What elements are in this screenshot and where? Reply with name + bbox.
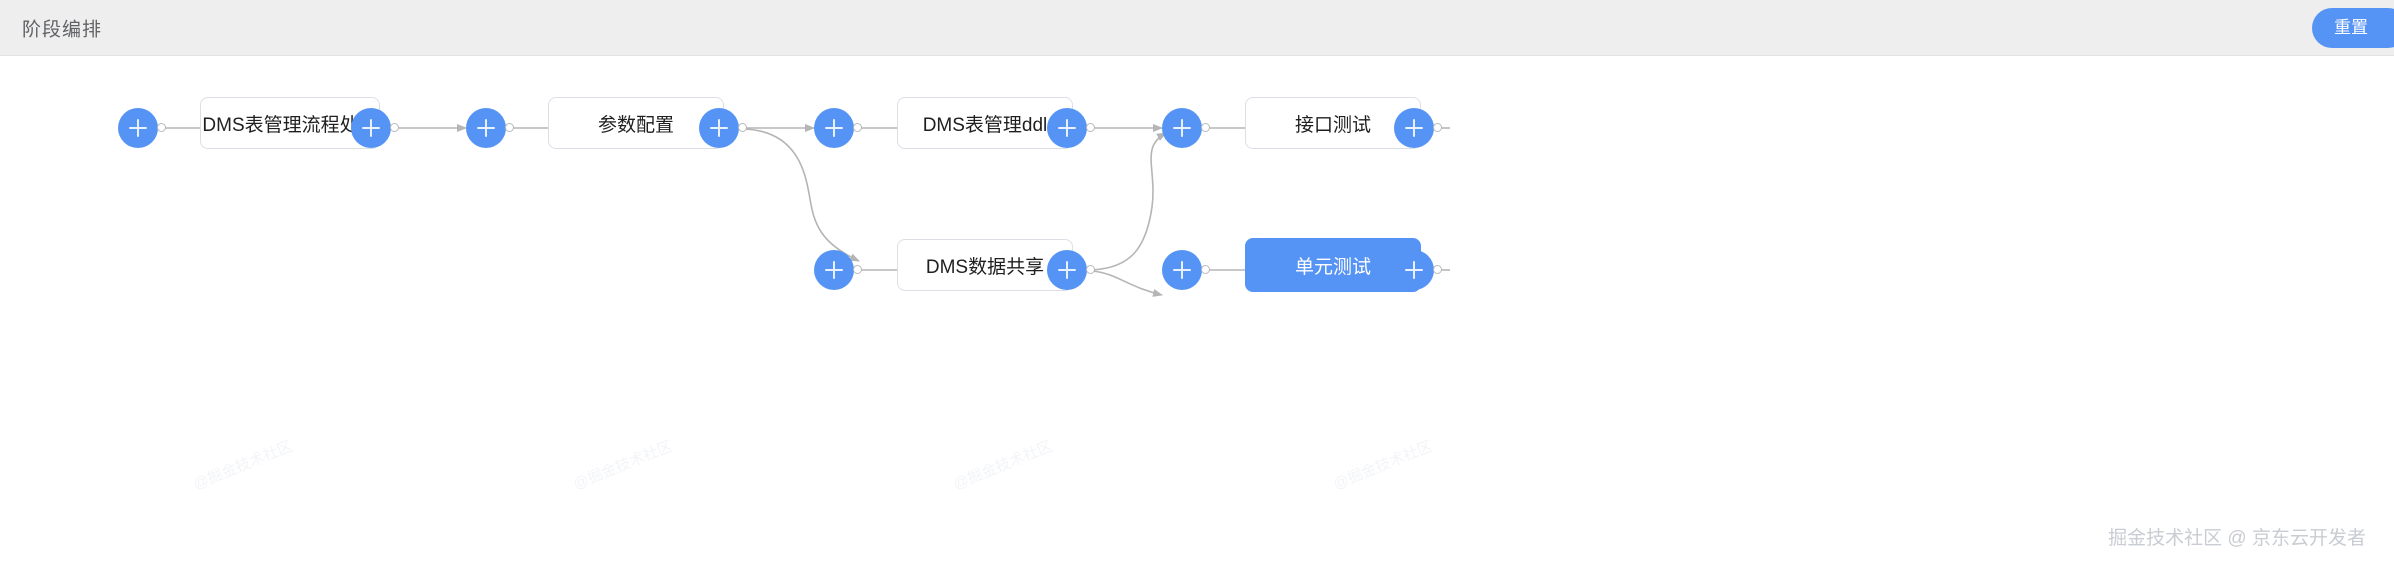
- add-stage-after-n6[interactable]: [1394, 250, 1434, 290]
- add-stage-after-n5-port[interactable]: [1086, 265, 1095, 274]
- add-stage-after-n5[interactable]: [1047, 250, 1087, 290]
- canvas-watermark: @掘金技术社区: [951, 437, 1055, 494]
- add-stage-before-n1-port[interactable]: [157, 123, 166, 132]
- stage-node-label: DMS表管理ddl: [922, 114, 1048, 136]
- add-stage-after-n3-port[interactable]: [1086, 123, 1095, 132]
- stage-node-label: 参数配置: [597, 114, 674, 136]
- add-stage-before-n5-port[interactable]: [853, 265, 862, 274]
- add-stage-before-n3[interactable]: [814, 108, 854, 148]
- add-stage-before-n1[interactable]: [118, 108, 158, 148]
- add-stage-after-n2[interactable]: [699, 108, 739, 148]
- canvas-watermark: @掘金技术社区: [191, 437, 295, 494]
- stage-node-label: 单元测试: [1294, 256, 1371, 278]
- reset-button[interactable]: 重置: [2312, 7, 2394, 48]
- canvas-watermark: @掘金技术社区: [1331, 437, 1435, 494]
- edge-p4-p9-branch: [743, 128, 860, 262]
- add-stage-before-n6[interactable]: [1162, 250, 1202, 290]
- footer-watermark: 掘金技术社区 @ 京东云开发者: [2108, 528, 2366, 549]
- add-stage-before-n2[interactable]: [466, 108, 506, 148]
- stage-node-label: 接口测试: [1294, 114, 1371, 136]
- add-stage-before-n4[interactable]: [1162, 108, 1202, 148]
- stage-node-n5[interactable]: DMS数据共享: [897, 239, 1073, 291]
- add-stage-before-n4-port[interactable]: [1201, 123, 1210, 132]
- add-stage-after-n4[interactable]: [1394, 108, 1434, 148]
- canvas-watermark: @掘金技术社区: [571, 437, 675, 494]
- edge-p10-p11: [1091, 270, 1163, 297]
- stage-node-n3[interactable]: DMS表管理ddl: [897, 97, 1073, 149]
- add-stage-before-n2-port[interactable]: [505, 123, 514, 132]
- add-stage-after-n1-port[interactable]: [390, 123, 399, 132]
- add-stage-before-n3-port[interactable]: [853, 123, 862, 132]
- stage-node-label: DMS数据共享: [925, 256, 1045, 278]
- add-stage-after-n3[interactable]: [1047, 108, 1087, 148]
- add-stage-before-n6-port[interactable]: [1201, 265, 1210, 274]
- page-header: 阶段编排 重置: [0, 0, 2394, 56]
- stage-node-n4[interactable]: 接口测试: [1245, 97, 1421, 149]
- add-stage-before-n5[interactable]: [814, 250, 854, 290]
- stage-node-label: DMS表管理流程处理: [202, 114, 378, 136]
- stage-node-n6[interactable]: 单元测试: [1245, 238, 1421, 292]
- add-stage-after-n4-port[interactable]: [1433, 123, 1442, 132]
- add-stage-after-n1[interactable]: [351, 108, 391, 148]
- stage-node-n2[interactable]: 参数配置: [548, 97, 724, 149]
- page-title: 阶段编排: [22, 19, 103, 40]
- add-stage-after-n6-port[interactable]: [1433, 265, 1442, 274]
- edge-p10-p7-merge: [1091, 132, 1167, 271]
- pipeline-canvas[interactable]: @掘金技术社区 @掘金技术社区 @掘金技术社区 @掘金技术社区: [0, 57, 2394, 566]
- add-stage-after-n2-port[interactable]: [738, 123, 747, 132]
